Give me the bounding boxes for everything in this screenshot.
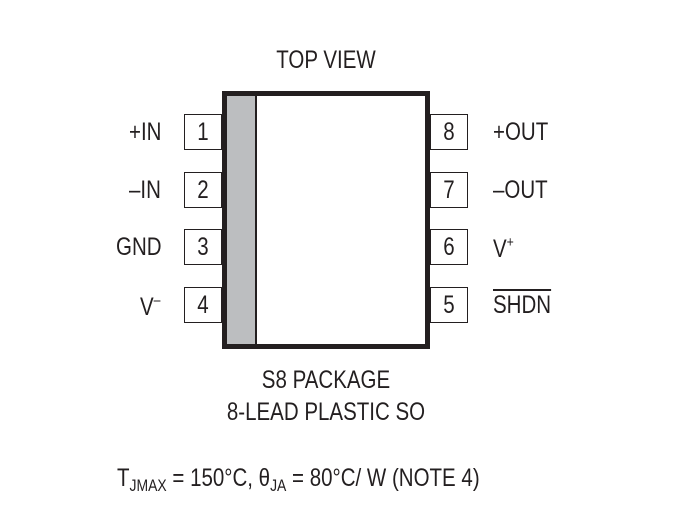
pin-1-label: +IN [129, 118, 162, 146]
thermal-note: TJMAX = 150°C, θJA = 80°C/ W (NOTE 4) [117, 464, 480, 495]
view-title: TOP VIEW [276, 46, 376, 74]
pin-number: 3 [197, 233, 209, 261]
theta-subscript: JA [270, 476, 287, 495]
tj-symbol: T [117, 464, 130, 492]
package-name: S8 PACKAGE [261, 366, 391, 394]
pin-6-label-base: V [493, 235, 507, 263]
pin-7: 7 [430, 172, 468, 208]
pin-2: 2 [184, 172, 222, 208]
pin-4-label: V– [140, 293, 161, 320]
theta-value: = 80°C/ W (NOTE 4) [286, 464, 480, 492]
pin-number: 8 [443, 118, 455, 146]
tj-subscript: JMAX [129, 476, 167, 495]
pin-number: 2 [197, 176, 209, 204]
pin-8: 8 [430, 114, 468, 150]
package-body [222, 91, 430, 349]
pin-2-label: –IN [129, 176, 161, 204]
package-description: 8-LEAD PLASTIC SO [226, 398, 426, 426]
pin-4: 4 [184, 287, 222, 323]
pin-4-label-sup: – [153, 292, 161, 309]
pin-5-label: SHDN [493, 291, 552, 319]
pin-6-label-sup: + [506, 234, 514, 251]
pin-number: 6 [443, 233, 455, 261]
theta-symbol: θ [258, 464, 271, 492]
pin-3: 3 [184, 229, 222, 265]
pin-number: 4 [197, 291, 209, 319]
tj-value: = 150°C, [166, 464, 259, 492]
pin-number: 1 [197, 118, 209, 146]
pin-1: 1 [184, 114, 222, 150]
pin-number: 5 [443, 291, 455, 319]
pin-6-label: V+ [493, 235, 514, 262]
pin-8-label: +OUT [493, 118, 549, 146]
pin-4-label-base: V [140, 293, 154, 321]
pin-6: 6 [430, 229, 468, 265]
pin-number: 7 [443, 176, 455, 204]
pin-5: 5 [430, 287, 468, 323]
pin1-marker-stripe [227, 96, 257, 344]
pin-3-label: GND [116, 233, 162, 261]
pin-7-label: –OUT [493, 176, 548, 204]
